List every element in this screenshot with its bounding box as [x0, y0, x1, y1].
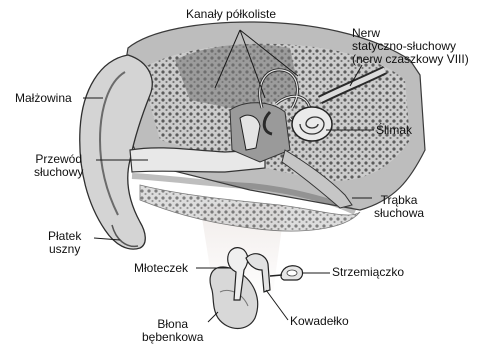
label-platek-uszny: Płatek uszny — [48, 230, 81, 256]
label-blona-bebenkowa: Błona bębenkowa — [142, 318, 203, 344]
label-kanaly-polkoliste: Kanały półkoliste — [186, 8, 276, 21]
label-malzowina: Małżowina — [15, 92, 72, 105]
label-mloteczek: Młoteczek — [134, 262, 188, 275]
cochlea — [292, 107, 332, 141]
label-przewod-sluchowy: Przewód słuchowy — [34, 153, 83, 179]
label-slimak: Ślimak — [376, 124, 412, 137]
label-trabka-line2: słuchowa — [374, 207, 424, 220]
label-nerw: Nerw statyczno-słuchowy (nerw czaszkowy … — [352, 27, 469, 66]
label-nerw-line3: (nerw czaszkowy VIII) — [352, 53, 469, 66]
label-kowadelko: Kowadełko — [290, 315, 349, 328]
leader-kowadelko — [266, 290, 288, 320]
middle-ear-cavity — [230, 103, 290, 162]
label-blona-line2: bębenkowa — [142, 331, 203, 344]
label-trabka-sluchowa: Trąbka słuchowa — [374, 194, 424, 220]
label-strzemiaczko: Strzemiączko — [332, 266, 404, 279]
label-platek-line2: uszny — [48, 243, 81, 256]
leader-blona — [208, 312, 218, 322]
label-przewod-line2: słuchowy — [34, 166, 83, 179]
